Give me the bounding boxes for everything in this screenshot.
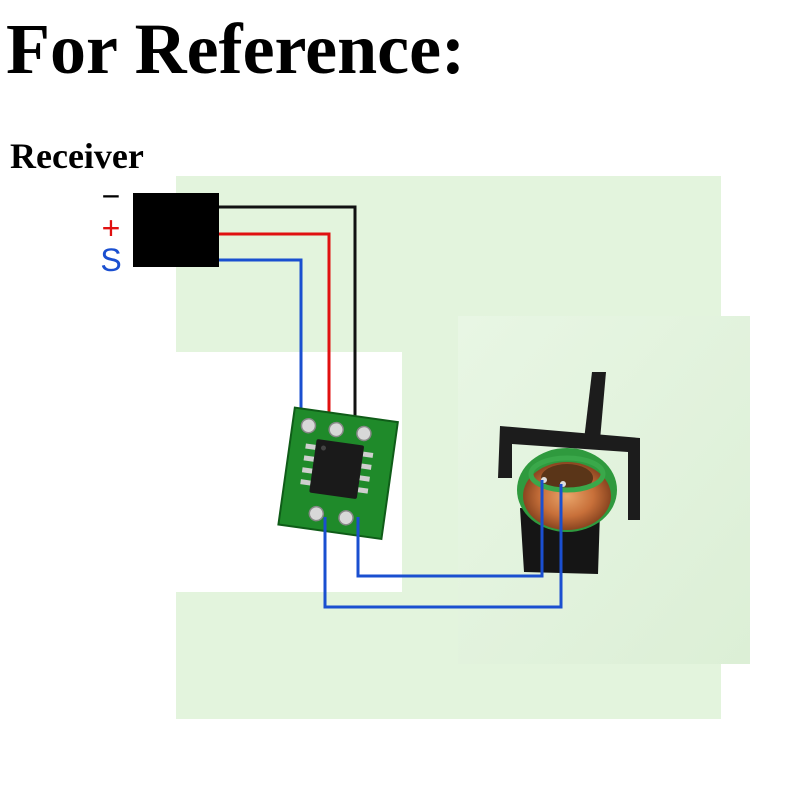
chip-legs bbox=[300, 443, 374, 494]
pcb-pad bbox=[356, 425, 372, 442]
coil-wires bbox=[323, 480, 563, 609]
pcb-pad bbox=[328, 421, 344, 438]
pin-label-positive: + bbox=[101, 210, 121, 246]
page-title: For Reference: bbox=[6, 9, 466, 89]
background-panels bbox=[176, 176, 750, 719]
coil-core bbox=[541, 464, 593, 492]
coil-actuator bbox=[498, 372, 640, 574]
coil-top bbox=[528, 455, 606, 493]
pin-label-negative: − bbox=[101, 178, 121, 214]
wire-coil-2 bbox=[323, 484, 563, 609]
pcb-pad bbox=[300, 417, 317, 434]
ic-chip bbox=[309, 439, 364, 499]
pcb-pad bbox=[308, 505, 325, 522]
pin-label-signal: S bbox=[100, 242, 122, 278]
pcb-pad bbox=[338, 510, 354, 526]
actuator-frame bbox=[498, 426, 640, 520]
wire-positive bbox=[219, 232, 331, 428]
receiver-wires bbox=[219, 205, 357, 428]
wire-coil-1 bbox=[356, 480, 544, 578]
actuator-shaft bbox=[584, 372, 606, 440]
receiver-block bbox=[133, 193, 219, 267]
wire-negative bbox=[219, 205, 357, 428]
wire-signal bbox=[219, 258, 303, 428]
pcb-module bbox=[277, 406, 399, 541]
chip-notch bbox=[320, 445, 326, 451]
receiver-label: Receiver bbox=[10, 136, 144, 176]
